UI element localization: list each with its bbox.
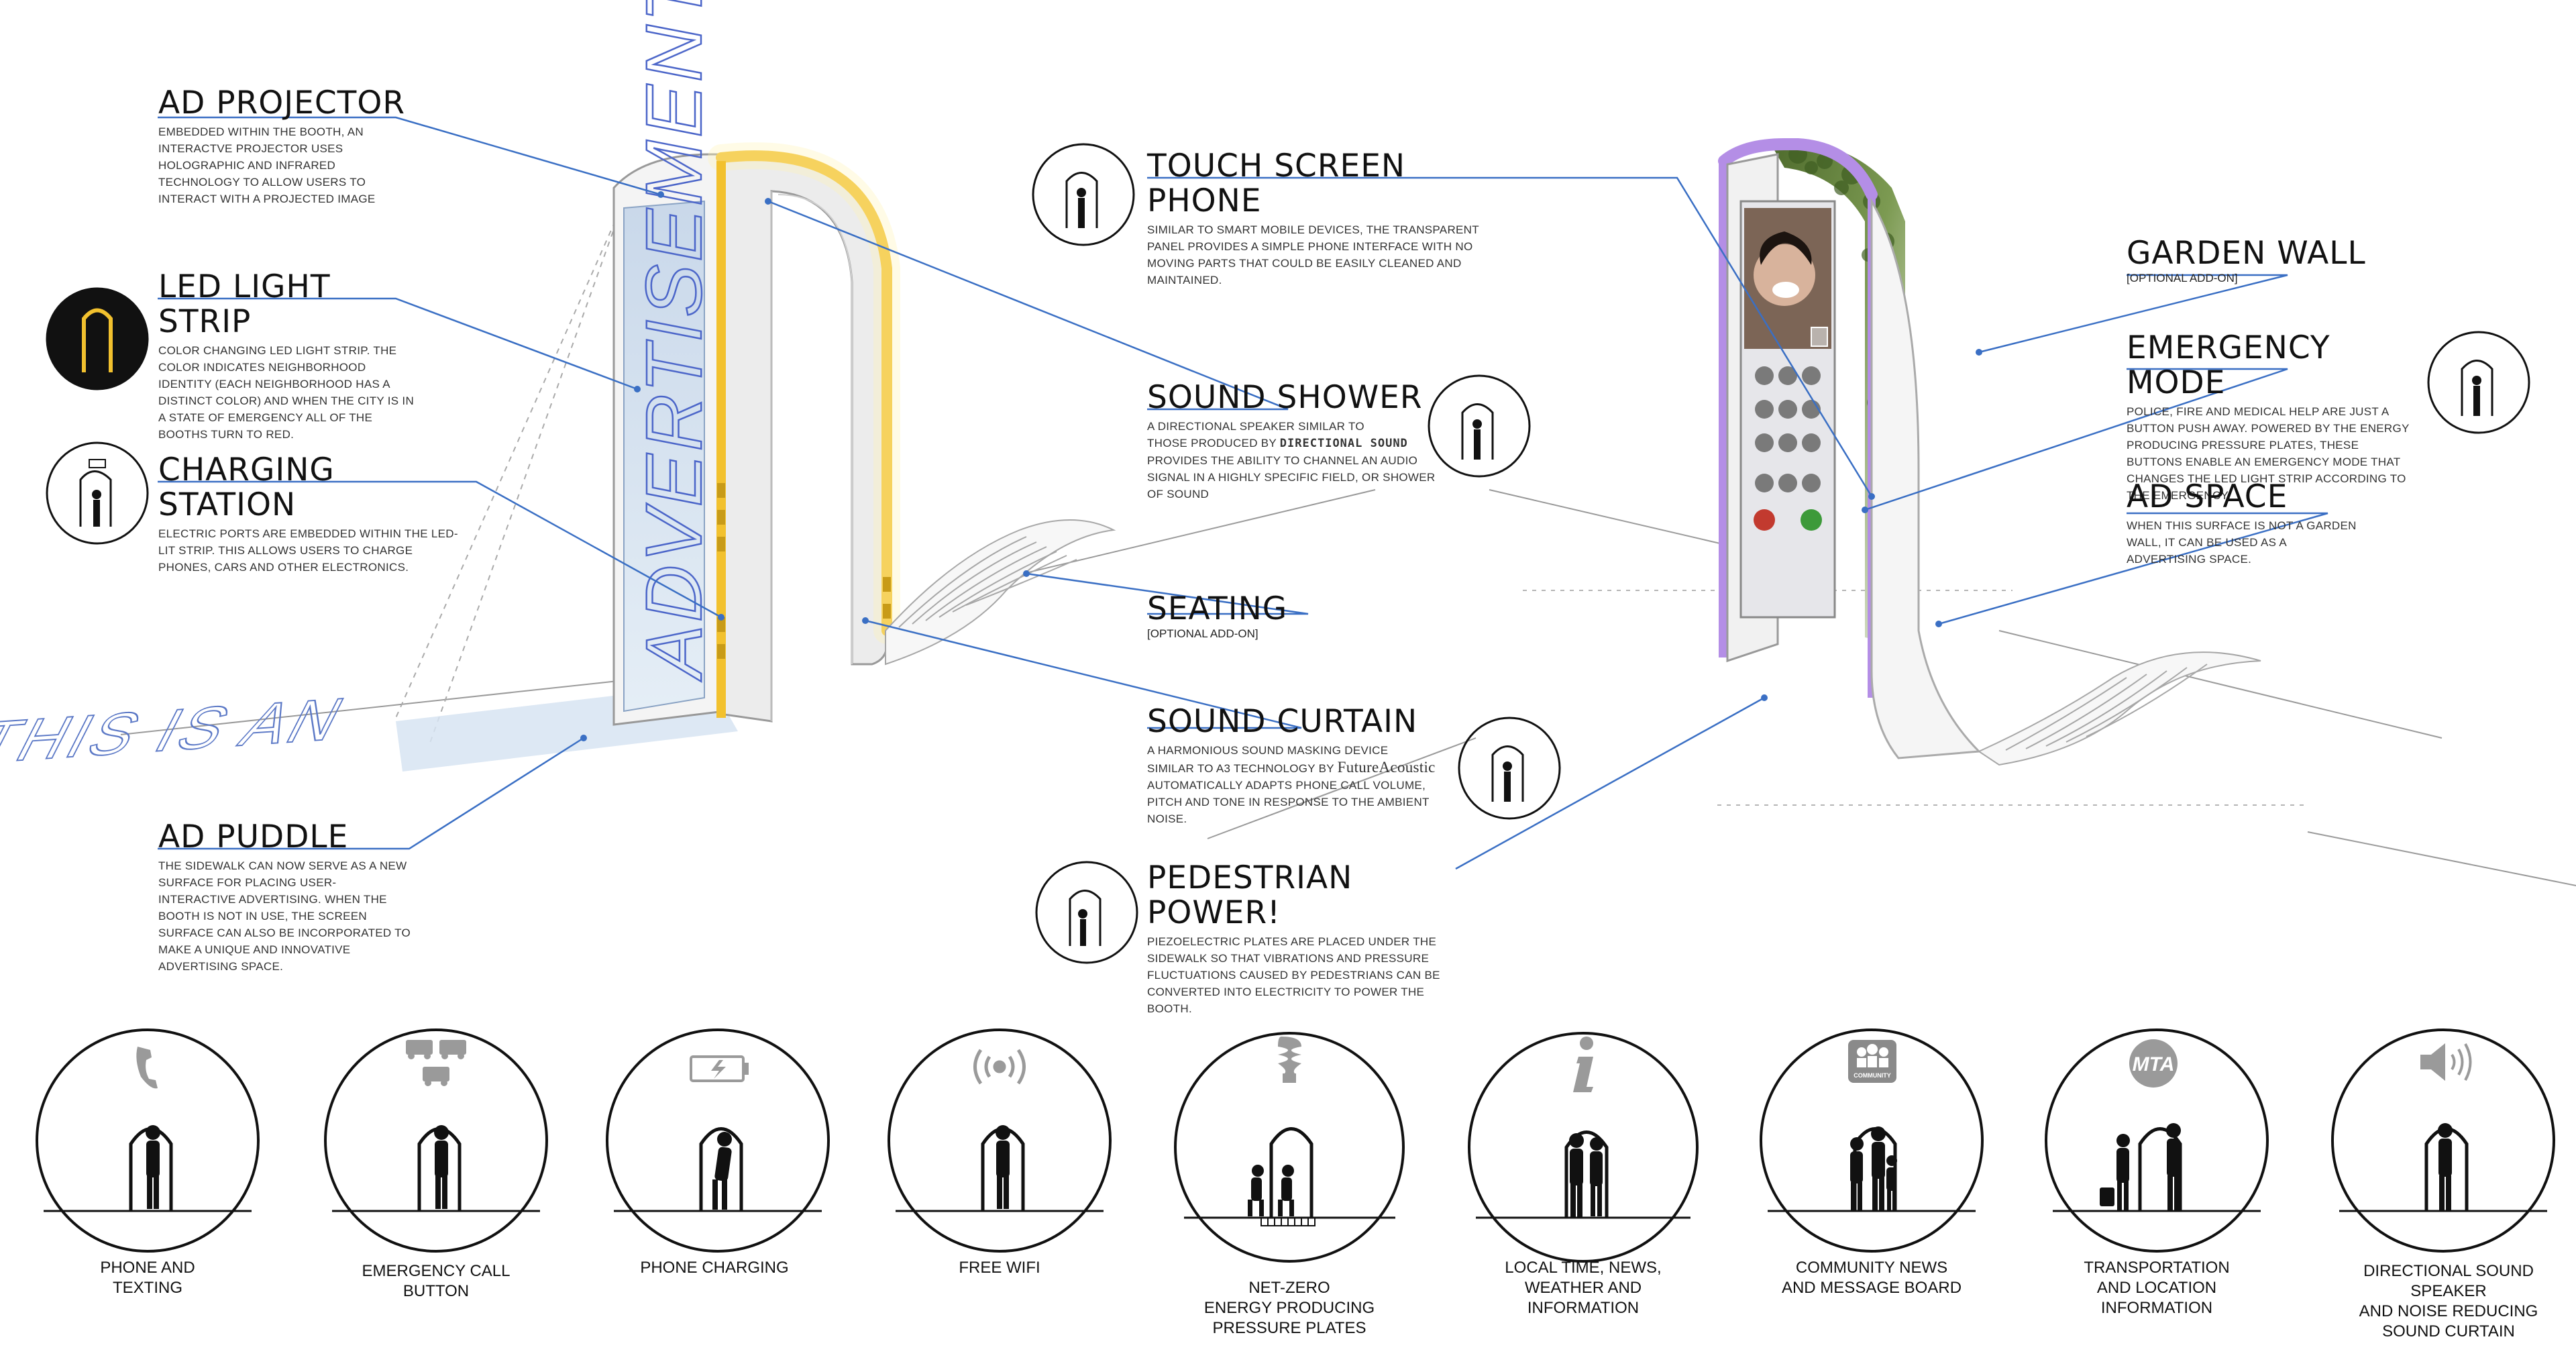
ad-puddle-text: THIS IS AN bbox=[0, 685, 359, 777]
garden-wall-sub: [OPTIONAL ADD-ON] bbox=[2127, 272, 2238, 284]
ad-projector-label: AD PROJECTOR EMBEDDED WITHIN THE BOOTH, … bbox=[158, 86, 420, 207]
garden-wall-title: GARDEN WALL bbox=[2127, 235, 2366, 272]
ad-puddle-label: AD PUDDLE THE SIDEWALK CAN NOW SERVE AS … bbox=[158, 820, 413, 975]
pedestrian-power-desc: PIEZOELECTRIC PLATES ARE PLACED UNDER TH… bbox=[1147, 935, 1440, 1015]
ad-puddle-desc: THE SIDEWALK CAN NOW SERVE AS A NEW SURF… bbox=[158, 859, 411, 973]
touch-screen-phone-title: TOUCH SCREEN PHONE bbox=[1147, 148, 1406, 219]
feature-circles bbox=[36, 1028, 2555, 1263]
sound-curtain-icon-circle bbox=[1458, 717, 1561, 820]
feature-figures bbox=[146, 1123, 2453, 1217]
sound-curtain-title: SOUND CURTAIN bbox=[1147, 703, 1418, 740]
community-icon: COMMUNITY bbox=[1848, 1040, 1896, 1083]
battery-icon bbox=[690, 1055, 749, 1082]
info-icon bbox=[1573, 1037, 1593, 1092]
hand-buttons bbox=[1754, 366, 1822, 531]
feature-caption-wifi: FREE WIFI bbox=[959, 1259, 1040, 1277]
label-icons bbox=[46, 143, 2530, 964]
ad-projector-desc: EMBEDDED WITHIN THE BOOTH, AN INTERACTVE… bbox=[158, 125, 376, 205]
pedestrian-power-label: PEDESTRIAN POWER! PIEZOELECTRIC PLATES A… bbox=[1147, 861, 1469, 1017]
sound-shower-desc-1: A DIRECTIONAL SPEAKER SIMILAR TO bbox=[1147, 420, 1364, 433]
emergency-mode-label: EMERGENCY MODE POLICE, FIRE AND MEDICAL … bbox=[2127, 331, 2415, 504]
ad-space-title: AD SPACE bbox=[2127, 478, 2288, 515]
caller-face bbox=[1754, 244, 1815, 306]
sound-shower-icon-circle bbox=[1428, 374, 1531, 478]
charging-station-title: CHARGING STATION bbox=[158, 452, 335, 523]
left-bench bbox=[885, 519, 1116, 666]
mta-icon-text: MTA bbox=[2133, 1053, 2175, 1075]
community-icon-text: COMMUNITY bbox=[1854, 1072, 1891, 1079]
led-light-strip-desc: COLOR CHANGING LED LIGHT STRIP. THE COLO… bbox=[158, 344, 415, 441]
sound-shower-title: SOUND SHOWER bbox=[1147, 379, 1423, 416]
led-light-strip-label: LED LIGHT STRIP COLOR CHANGING LED LIGHT… bbox=[158, 270, 420, 443]
pedestrian-icon-circle bbox=[1035, 861, 1138, 964]
charging-station-label: CHARGING STATION ELECTRIC PORTS ARE EMBE… bbox=[158, 453, 467, 576]
mta-icon: MTA bbox=[2129, 1039, 2178, 1088]
wifi-icon bbox=[973, 1049, 1026, 1085]
pedestrian-power-title: PEDESTRIAN POWER! bbox=[1147, 859, 1353, 931]
emergency-mode-title: EMERGENCY MODE bbox=[2127, 329, 2330, 401]
emergency-vehicles-icon bbox=[406, 1040, 466, 1086]
garden-wall-label: GARDEN WALL [OPTIONAL ADD-ON] bbox=[2127, 236, 2395, 285]
feature-caption-charging: PHONE CHARGING bbox=[640, 1259, 789, 1277]
sound-curtain-desc-1: A HARMONIOUS SOUND MASKING DEVICE bbox=[1147, 744, 1389, 757]
sound-curtain-desc-3: AUTOMATICALLY ADAPTS PHONE CALL VOLUME, … bbox=[1147, 779, 1430, 825]
right-booth bbox=[1718, 138, 2261, 766]
emergency-mode-desc: POLICE, FIRE AND MEDICAL HELP ARE JUST A… bbox=[2127, 405, 2410, 502]
seating-label: SEATING [OPTIONAL ADD-ON] bbox=[1147, 592, 1348, 641]
touch-phone-icon-circle bbox=[1032, 143, 1135, 246]
ad-screen bbox=[623, 200, 705, 713]
ad-space-label: AD SPACE WHEN THIS SURFACE IS NOT A GARD… bbox=[2127, 480, 2368, 568]
sound-shower-desc-3: PROVIDES THE ABILITY TO CHANNEL AN AUDIO… bbox=[1147, 454, 1436, 500]
ad-screen-text: ADVERTISEMENT bbox=[630, 0, 718, 682]
touch-screen-phone-desc: SIMILAR TO SMART MOBILE DEVICES, THE TRA… bbox=[1147, 223, 1479, 286]
directional-sound-logo: DIRECTIONAL SOUND bbox=[1279, 437, 1408, 450]
phone-icon bbox=[136, 1047, 158, 1089]
leader-lines bbox=[158, 116, 2328, 870]
pressure-plates bbox=[1260, 1217, 1316, 1226]
charging-station-desc: ELECTRIC PORTS ARE EMBEDDED WITHIN THE L… bbox=[158, 527, 458, 574]
charging-icon-circle bbox=[46, 441, 149, 545]
ad-projector-title: AD PROJECTOR bbox=[158, 85, 406, 121]
emergency-icon-circle bbox=[2427, 331, 2530, 434]
leader-dots bbox=[580, 191, 1982, 741]
sound-shower-label: SOUND SHOWER A DIRECTIONAL SPEAKER SIMIL… bbox=[1147, 380, 1442, 503]
sound-curtain-desc-2: SIMILAR TO A3 TECHNOLOGY BY bbox=[1147, 762, 1334, 775]
sound-curtain-label: SOUND CURTAIN A HARMONIOUS SOUND MASKING… bbox=[1147, 704, 1462, 827]
touch-screen-phone-label: TOUCH SCREEN PHONE SIMILAR TO SMART MOBI… bbox=[1147, 149, 1483, 288]
led-strip-purple bbox=[1718, 138, 1878, 201]
led-light-strip-title: LED LIGHT STRIP bbox=[158, 268, 331, 340]
led-strip-icon-circle bbox=[46, 287, 149, 390]
label-icon-figures bbox=[92, 188, 2481, 946]
sound-shower-desc-2: THOSE PRODUCED BY bbox=[1147, 437, 1277, 450]
ad-space-desc: WHEN THIS SURFACE IS NOT A GARDEN WALL, … bbox=[2127, 519, 2357, 566]
speaker-icon bbox=[2420, 1043, 2472, 1081]
seating-title: SEATING bbox=[1147, 590, 1288, 627]
led-strip-yellow bbox=[716, 150, 892, 636]
future-acoustic-logo: FutureAcoustic bbox=[1337, 759, 1436, 776]
right-bench bbox=[1977, 651, 2261, 766]
seating-sub: [OPTIONAL ADD-ON] bbox=[1147, 627, 1258, 640]
ad-puddle-title: AD PUDDLE bbox=[158, 819, 349, 855]
bulb-icon bbox=[1278, 1037, 1301, 1083]
